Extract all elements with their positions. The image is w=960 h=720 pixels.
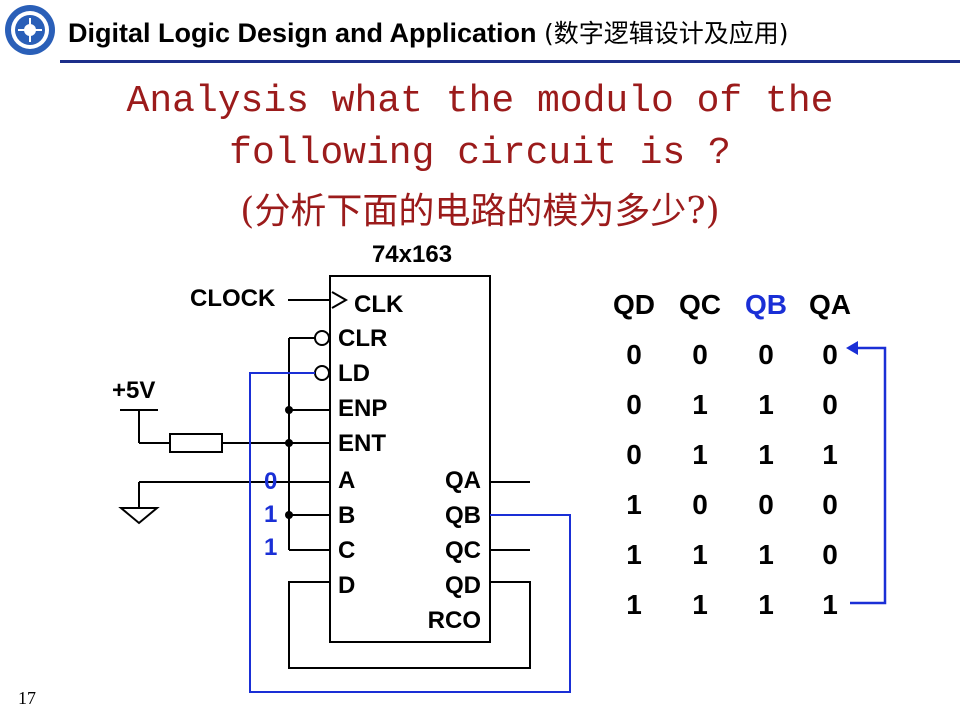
- chip-name: 74x163: [372, 241, 452, 268]
- clock-label: CLOCK: [190, 285, 276, 312]
- table-header-qa: QA: [809, 289, 851, 320]
- pin-qa: QA: [445, 467, 481, 494]
- table-cell: 1: [692, 439, 708, 470]
- question-line-3: (分析下面的电路的模为多少?): [240, 191, 720, 232]
- wrap-arrow-head: [846, 341, 858, 355]
- table-cell: 1: [822, 589, 838, 620]
- table-cell: 1: [692, 389, 708, 420]
- ground-symbol: [118, 507, 160, 525]
- course-title: Digital Logic Design and Application (数字…: [68, 14, 789, 50]
- clr-bubble: [314, 330, 330, 346]
- qb-to-ld-feedback: [249, 372, 571, 693]
- vcc-label: +5V: [112, 377, 155, 404]
- pin-clr: CLR: [338, 325, 387, 352]
- table-cell: 0: [626, 439, 642, 470]
- junction-enp: [285, 406, 293, 414]
- table-cell: 0: [692, 489, 708, 520]
- pin-rco: RCO: [428, 607, 481, 634]
- pin-ld: LD: [338, 360, 370, 387]
- course-title-cn: (数字逻辑设计及应用): [544, 19, 789, 48]
- question-line-1: Analysis what the modulo of the: [126, 80, 834, 123]
- university-logo: [5, 5, 55, 55]
- table-cell: 0: [822, 339, 838, 370]
- table-cell: 1: [626, 539, 642, 570]
- pin-qd: QD: [445, 572, 481, 599]
- pin-b: B: [338, 502, 355, 529]
- ld-bubble: [314, 365, 330, 381]
- pin-enp: ENP: [338, 395, 387, 422]
- header-rule: [60, 60, 960, 63]
- table-header-qc: QC: [679, 289, 721, 320]
- pullup-resistor: [169, 433, 223, 453]
- table-cell: 1: [758, 389, 774, 420]
- pin-qb: QB: [445, 502, 481, 529]
- wrap-around-arrow: [850, 346, 887, 605]
- pin-ent: ENT: [338, 430, 386, 457]
- pin-qc: QC: [445, 537, 481, 564]
- table-header-qb: QB: [745, 289, 787, 320]
- table-cell: 0: [626, 389, 642, 420]
- table-cell: 0: [692, 339, 708, 370]
- course-title-en: Digital Logic Design and Application: [68, 18, 537, 48]
- table-cell: 0: [758, 489, 774, 520]
- load-value-b: 1: [264, 501, 277, 528]
- table-cell: 1: [758, 439, 774, 470]
- table-cell: 0: [626, 339, 642, 370]
- table-cell: 1: [822, 439, 838, 470]
- clock-edge-symbol: [331, 291, 349, 309]
- load-value-c: 1: [264, 534, 277, 561]
- question-line-2: following circuit is ?: [229, 132, 731, 175]
- table-cell: 0: [758, 339, 774, 370]
- pin-d: D: [338, 572, 355, 599]
- table-cell: 1: [758, 589, 774, 620]
- load-value-a: 0: [264, 468, 277, 495]
- qd-to-d-feedback: [288, 581, 531, 669]
- slide-header: Digital Logic Design and Application (数字…: [0, 0, 960, 70]
- table-header-qd: QD: [613, 289, 655, 320]
- page-number: 17: [18, 688, 36, 708]
- table-cell: 0: [822, 539, 838, 570]
- junction-ent: [285, 439, 293, 447]
- table-cell: 1: [758, 539, 774, 570]
- pin-a: A: [338, 467, 355, 494]
- table-cell: 0: [822, 489, 838, 520]
- table-cell: 1: [692, 539, 708, 570]
- junction-b: [285, 511, 293, 519]
- chip-74x163: [329, 275, 491, 643]
- table-cell: 1: [626, 489, 642, 520]
- table-cell: 1: [692, 589, 708, 620]
- pin-clk: CLK: [354, 291, 404, 318]
- pin-c: C: [338, 537, 355, 564]
- table-cell: 1: [626, 589, 642, 620]
- state-table: QD QC QB QA 0 0 0 0 0 1 1 0 0 1 1 1 1 0 0 0 1 1 1 0 1 1 1 1: [613, 289, 851, 620]
- table-cell: 0: [822, 389, 838, 420]
